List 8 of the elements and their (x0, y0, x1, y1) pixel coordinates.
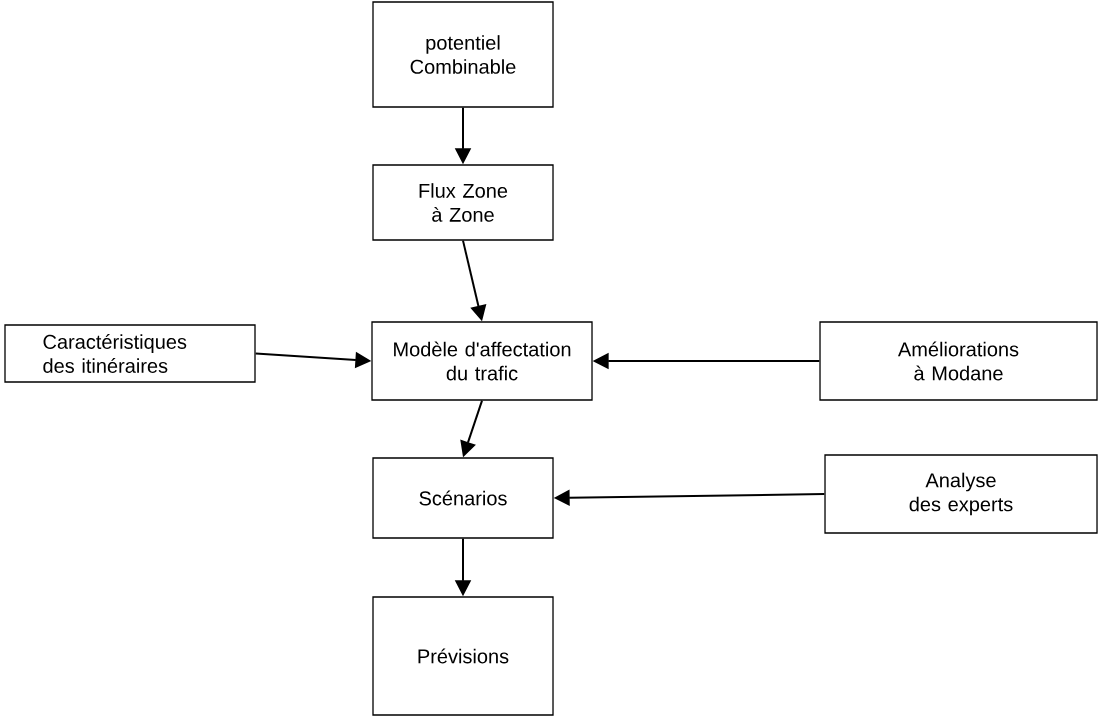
process-box: Flux Zone à Zone (372, 164, 554, 241)
process-box: Prévisions (372, 596, 554, 716)
process-box: Caractéristiques des itinéraires (4, 324, 256, 383)
process-box: Modèle d'affectation du trafic (371, 321, 593, 401)
process-box: Analyse des experts (824, 454, 1098, 534)
process-box: potentiel Combinable (372, 1, 554, 108)
process-box: Scénarios (372, 457, 554, 539)
process-box: Améliorations à Modane (819, 321, 1098, 401)
